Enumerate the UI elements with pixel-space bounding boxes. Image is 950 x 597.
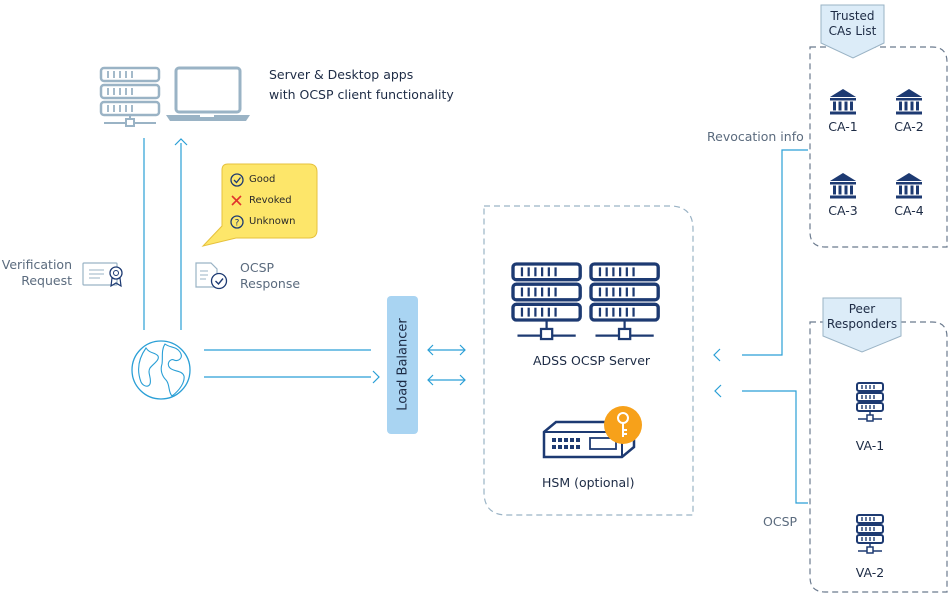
ocsp-response-line2: Response bbox=[240, 276, 301, 291]
ocsp-response-label: OCSP Response bbox=[240, 260, 300, 292]
double-arrow-1 bbox=[427, 344, 466, 356]
check-circle-icon bbox=[230, 173, 244, 187]
peer-title-line2: Responders bbox=[826, 317, 898, 331]
ocsp-label: OCSP bbox=[763, 514, 798, 529]
peer-responders-group-box bbox=[809, 321, 948, 593]
svg-text:?: ? bbox=[235, 219, 240, 229]
ca-3-label: CA-3 bbox=[828, 203, 858, 218]
trusted-ca-title-line2: CAs List bbox=[828, 24, 877, 38]
document-check-icon bbox=[195, 262, 228, 290]
verification-line1: Verification bbox=[1, 257, 72, 272]
revocation-info-label: Revocation info bbox=[707, 129, 804, 144]
bank-icon-ca-1 bbox=[830, 89, 856, 115]
hsm-label: HSM (optional) bbox=[542, 475, 635, 490]
revocation-connector bbox=[713, 149, 808, 362]
laptop-icon bbox=[166, 66, 250, 121]
va-server-icon-1 bbox=[856, 382, 884, 422]
trusted-ca-tag bbox=[820, 4, 885, 59]
ocsp-response-line1: OCSP bbox=[240, 260, 275, 275]
status-good: Good bbox=[249, 174, 276, 185]
status-unknown: Unknown bbox=[249, 216, 296, 227]
peer-title-line1: Peer bbox=[848, 302, 876, 316]
clients-label-line1: Server & Desktop apps bbox=[269, 67, 414, 82]
bank-icon-ca-2 bbox=[896, 89, 922, 115]
arrowhead-right bbox=[372, 370, 380, 384]
verification-request-label: Verification Request bbox=[2, 257, 72, 289]
trusted-ca-title: Trusted CAs List bbox=[821, 9, 884, 39]
trusted-ca-title-line1: Trusted bbox=[830, 9, 875, 23]
ocsp-connector bbox=[714, 384, 808, 504]
load-balancer bbox=[387, 296, 418, 434]
adss-server-label: ADSS OCSP Server bbox=[533, 353, 651, 368]
x-mark-icon bbox=[231, 195, 242, 206]
ca-1-label: CA-1 bbox=[828, 119, 858, 134]
key-icon bbox=[604, 406, 642, 444]
question-circle-icon: ? bbox=[230, 215, 244, 229]
trusted-ca-group-box bbox=[809, 46, 948, 248]
certificate-icon bbox=[82, 262, 123, 288]
va-server-icon-2 bbox=[856, 514, 884, 554]
bank-icon-ca-3 bbox=[830, 173, 856, 199]
double-arrow-2 bbox=[427, 374, 466, 386]
ca-4-label: CA-4 bbox=[894, 203, 924, 218]
status-revoked: Revoked bbox=[249, 195, 292, 206]
bank-icon-ca-4 bbox=[896, 173, 922, 199]
va-1-label: VA-1 bbox=[855, 438, 885, 453]
globe-icon bbox=[131, 340, 191, 400]
adss-server-icon-1 bbox=[511, 262, 582, 341]
verification-line2: Request bbox=[21, 273, 72, 288]
adss-group-box bbox=[483, 205, 694, 516]
clients-label-line2: with OCSP client functionality bbox=[269, 87, 454, 102]
va-2-label: VA-2 bbox=[855, 565, 885, 580]
client-server-icon bbox=[99, 66, 161, 127]
load-balancer-label: Load Balancer bbox=[395, 318, 411, 411]
clients-label: Server & Desktop apps with OCSP client f… bbox=[269, 65, 454, 105]
adss-server-icon-2 bbox=[589, 262, 660, 341]
ca-2-label: CA-2 bbox=[894, 119, 924, 134]
response-arrowhead-up bbox=[174, 138, 188, 146]
peer-responders-tag bbox=[822, 297, 902, 353]
peer-responders-title: Peer Responders bbox=[823, 302, 901, 332]
